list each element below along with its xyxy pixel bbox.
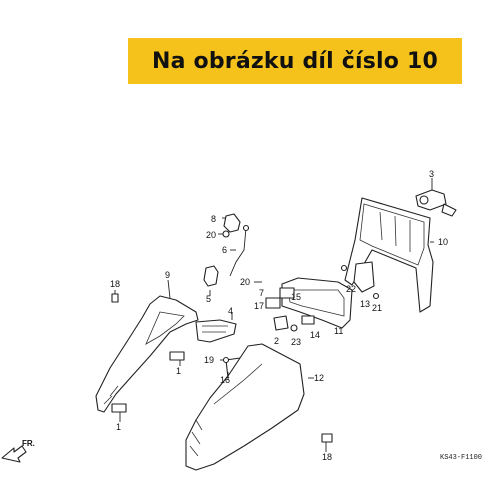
part-20-bolt-upper[interactable]	[222, 230, 230, 238]
banner-text: Na obrázku díl číslo 10	[152, 48, 438, 74]
part-3-key-lock[interactable]	[415, 189, 457, 217]
part-4-bracket[interactable]	[195, 319, 237, 343]
callout-20-b: 20	[240, 277, 250, 287]
direction-label: FR.	[22, 439, 35, 448]
callouts: 3 10 8 20 6 18 9 20 7 5 15 17 13 22 21 4…	[110, 169, 448, 462]
part-22-bolt[interactable]	[340, 264, 348, 272]
part-17-plate[interactable]	[265, 297, 281, 309]
callout-15: 15	[291, 292, 301, 302]
part-9-side-cover[interactable]	[95, 295, 199, 413]
callout-19: 19	[204, 355, 214, 365]
callout-17: 17	[254, 301, 264, 311]
callout-5: 5	[206, 294, 211, 304]
callout-2: 2	[274, 336, 279, 346]
part-10-carrier[interactable]	[344, 197, 434, 313]
callout-20-a: 20	[206, 230, 216, 240]
front-arrow-icon	[1, 445, 27, 463]
part-2-clip[interactable]	[273, 315, 289, 331]
callout-3: 3	[429, 169, 434, 179]
part-1-lower[interactable]	[111, 403, 127, 413]
part-19-bolt[interactable]	[222, 356, 230, 364]
front-direction-indicator: FR.	[1, 439, 35, 463]
callout-22: 22	[346, 284, 356, 294]
callout-23: 23	[291, 337, 301, 347]
callout-1-b: 1	[116, 422, 121, 432]
callout-12: 12	[314, 373, 324, 383]
part-8-clip[interactable]	[223, 213, 241, 233]
highlight-banner: Na obrázku díl číslo 10	[128, 38, 462, 84]
callout-21: 21	[372, 303, 382, 313]
callout-9: 9	[165, 270, 170, 280]
callout-16: 16	[220, 375, 230, 385]
callout-11: 11	[334, 326, 343, 336]
callout-6: 6	[222, 245, 227, 255]
callout-10: 10	[438, 237, 448, 247]
part-21-bolt[interactable]	[372, 292, 380, 300]
callout-7: 7	[259, 288, 264, 298]
callout-14: 14	[310, 330, 320, 340]
diagram-code: KS43-F1100	[440, 454, 482, 462]
part-11-frame[interactable]	[281, 277, 353, 329]
callout-13: 13	[360, 299, 370, 309]
part-12-lower-cover[interactable]	[185, 343, 305, 471]
part-18-screw-upper[interactable]	[111, 290, 119, 303]
part-6-rod[interactable]	[229, 224, 250, 277]
part-5-latch[interactable]	[203, 265, 219, 287]
part-23-bolt[interactable]	[290, 324, 298, 332]
part-15-plate[interactable]	[279, 287, 295, 299]
callout-18-a: 18	[110, 279, 120, 289]
part-13-bracket[interactable]	[353, 261, 375, 293]
part-14-grommet[interactable]	[301, 315, 315, 325]
callout-8: 8	[211, 214, 216, 224]
part-1-upper[interactable]	[169, 351, 185, 361]
callout-1-a: 1	[176, 366, 181, 376]
callout-4: 4	[228, 306, 233, 316]
callout-18-b: 18	[322, 452, 332, 462]
part-18-screw-lower[interactable]	[321, 433, 333, 443]
leader-lines	[119, 178, 434, 452]
